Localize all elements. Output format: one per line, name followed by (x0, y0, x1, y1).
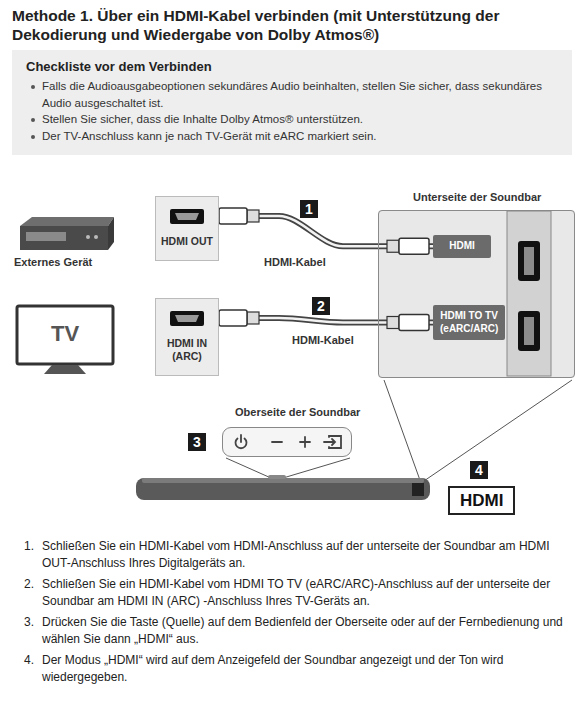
page-title: Methode 1. Über ein HDMI-Kabel verbinden… (12, 6, 574, 44)
step-text: Drücken Sie die Taste (Quelle) auf dem B… (42, 614, 570, 648)
step-text: Der Modus „HDMI“ wird auf dem Anzeigefel… (42, 652, 570, 686)
step-text: Schließen Sie ein HDMI-Kabel vom HDMI TO… (42, 576, 570, 610)
node-label: HDMI (440, 240, 484, 253)
callout-number: 2 (312, 297, 330, 315)
checklist-item: Stellen Sie sicher, dass die Inhalte Dol… (26, 111, 558, 128)
panel-fill (378, 210, 575, 378)
control-panel: Oberseite der Soundbar (222, 427, 352, 457)
callout-number: 3 (188, 433, 206, 451)
node-label: HDMI TO TV (eARC/ARC) (440, 310, 498, 335)
step-number: 3. (24, 614, 34, 631)
hdmi-cable (219, 208, 433, 254)
display-readout: HDMI (448, 486, 515, 515)
tv-label: TV (17, 321, 113, 347)
port-box: HDMI IN (ARC) (155, 298, 219, 376)
node-icon (223, 428, 351, 456)
part-heading: Unterseite der Soundbar (413, 191, 541, 203)
step-text: Schließen Sie ein HDMI-Kabel vom HDMI-An… (42, 538, 570, 572)
soundbar-underside-panel: Unterseite der SoundbarHDMIHDMI TO TV (e… (378, 210, 575, 378)
port-box: HDMI OUT (155, 196, 219, 261)
checklist-heading: Checkliste vor dem Verbinden (26, 59, 558, 74)
cable-label: HDMI-Kabel (262, 256, 328, 268)
part-heading: Oberseite der Soundbar (235, 406, 360, 418)
tv-icon (17, 306, 113, 374)
soundbar (136, 475, 430, 500)
port-label: HDMI (433, 235, 491, 258)
callout-number: 4 (470, 461, 488, 479)
step-number: 4. (24, 652, 34, 669)
checklist-item: Der TV-Anschluss kann je nach TV-Gerät m… (26, 128, 558, 145)
checklist-box: Checkliste vor dem VerbindenFalls die Au… (12, 50, 572, 155)
device-label: Externes Gerät (14, 256, 92, 268)
step-number: 1. (24, 538, 34, 555)
step-number: 2. (24, 576, 34, 593)
node-icon (156, 197, 218, 260)
node-label: HDMI IN (ARC) (160, 337, 214, 363)
node-label: HDMI (460, 490, 503, 511)
callout-number: 1 (300, 200, 318, 218)
cable-label: HDMI-Kabel (290, 334, 356, 346)
port-label: HDMI TO TV (eARC/ARC) (433, 305, 505, 340)
checklist-item: Falls die Audioausgabeoptionen sekundäre… (26, 78, 558, 111)
external-device-icon (20, 217, 114, 250)
node-label: HDMI OUT (160, 235, 214, 248)
